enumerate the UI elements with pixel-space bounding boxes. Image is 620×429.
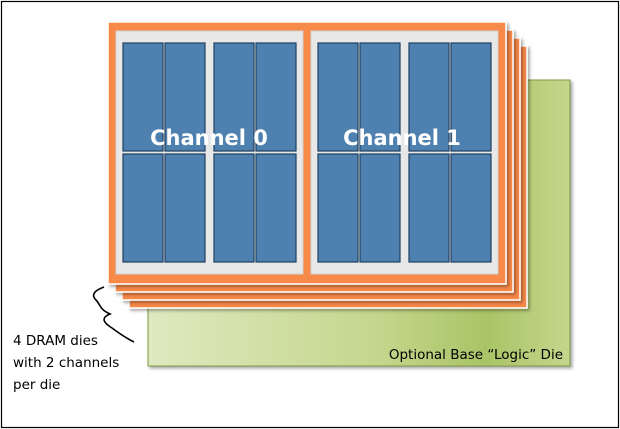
bank-1-4 bbox=[317, 153, 359, 263]
channel-1-banks bbox=[317, 42, 492, 263]
base-die-label: Optional Base “Logic” Die bbox=[389, 347, 563, 363]
bank-1-3 bbox=[450, 42, 492, 152]
channel-0: Channel 0 bbox=[115, 30, 304, 275]
bank-0-7 bbox=[255, 153, 297, 263]
annotation-line-1: 4 DRAM dies bbox=[13, 333, 98, 349]
bank-0-3 bbox=[255, 42, 297, 152]
die-brace bbox=[92, 286, 135, 343]
bank-0-2 bbox=[213, 42, 255, 152]
channel-0-banks bbox=[122, 42, 297, 263]
channel-0-label: Channel 0 bbox=[150, 126, 268, 150]
bank-0-5 bbox=[164, 153, 206, 263]
bank-1-7 bbox=[450, 153, 492, 263]
channels-group: Channel 0 Channel 1 bbox=[115, 30, 499, 275]
annotation-line-3: per die bbox=[13, 377, 60, 393]
bank-1-6 bbox=[408, 153, 450, 263]
bank-1-5 bbox=[359, 153, 401, 263]
bank-1-2 bbox=[408, 42, 450, 152]
annotation-line-2: with 2 channels bbox=[13, 355, 119, 371]
bank-0-0 bbox=[122, 42, 164, 152]
bank-0-1 bbox=[164, 42, 206, 152]
channel-1-label: Channel 1 bbox=[343, 126, 461, 150]
bank-0-6 bbox=[213, 153, 255, 263]
bank-1-0 bbox=[317, 42, 359, 152]
bank-1-1 bbox=[359, 42, 401, 152]
channel-1: Channel 1 bbox=[310, 30, 499, 275]
bank-0-4 bbox=[122, 153, 164, 263]
